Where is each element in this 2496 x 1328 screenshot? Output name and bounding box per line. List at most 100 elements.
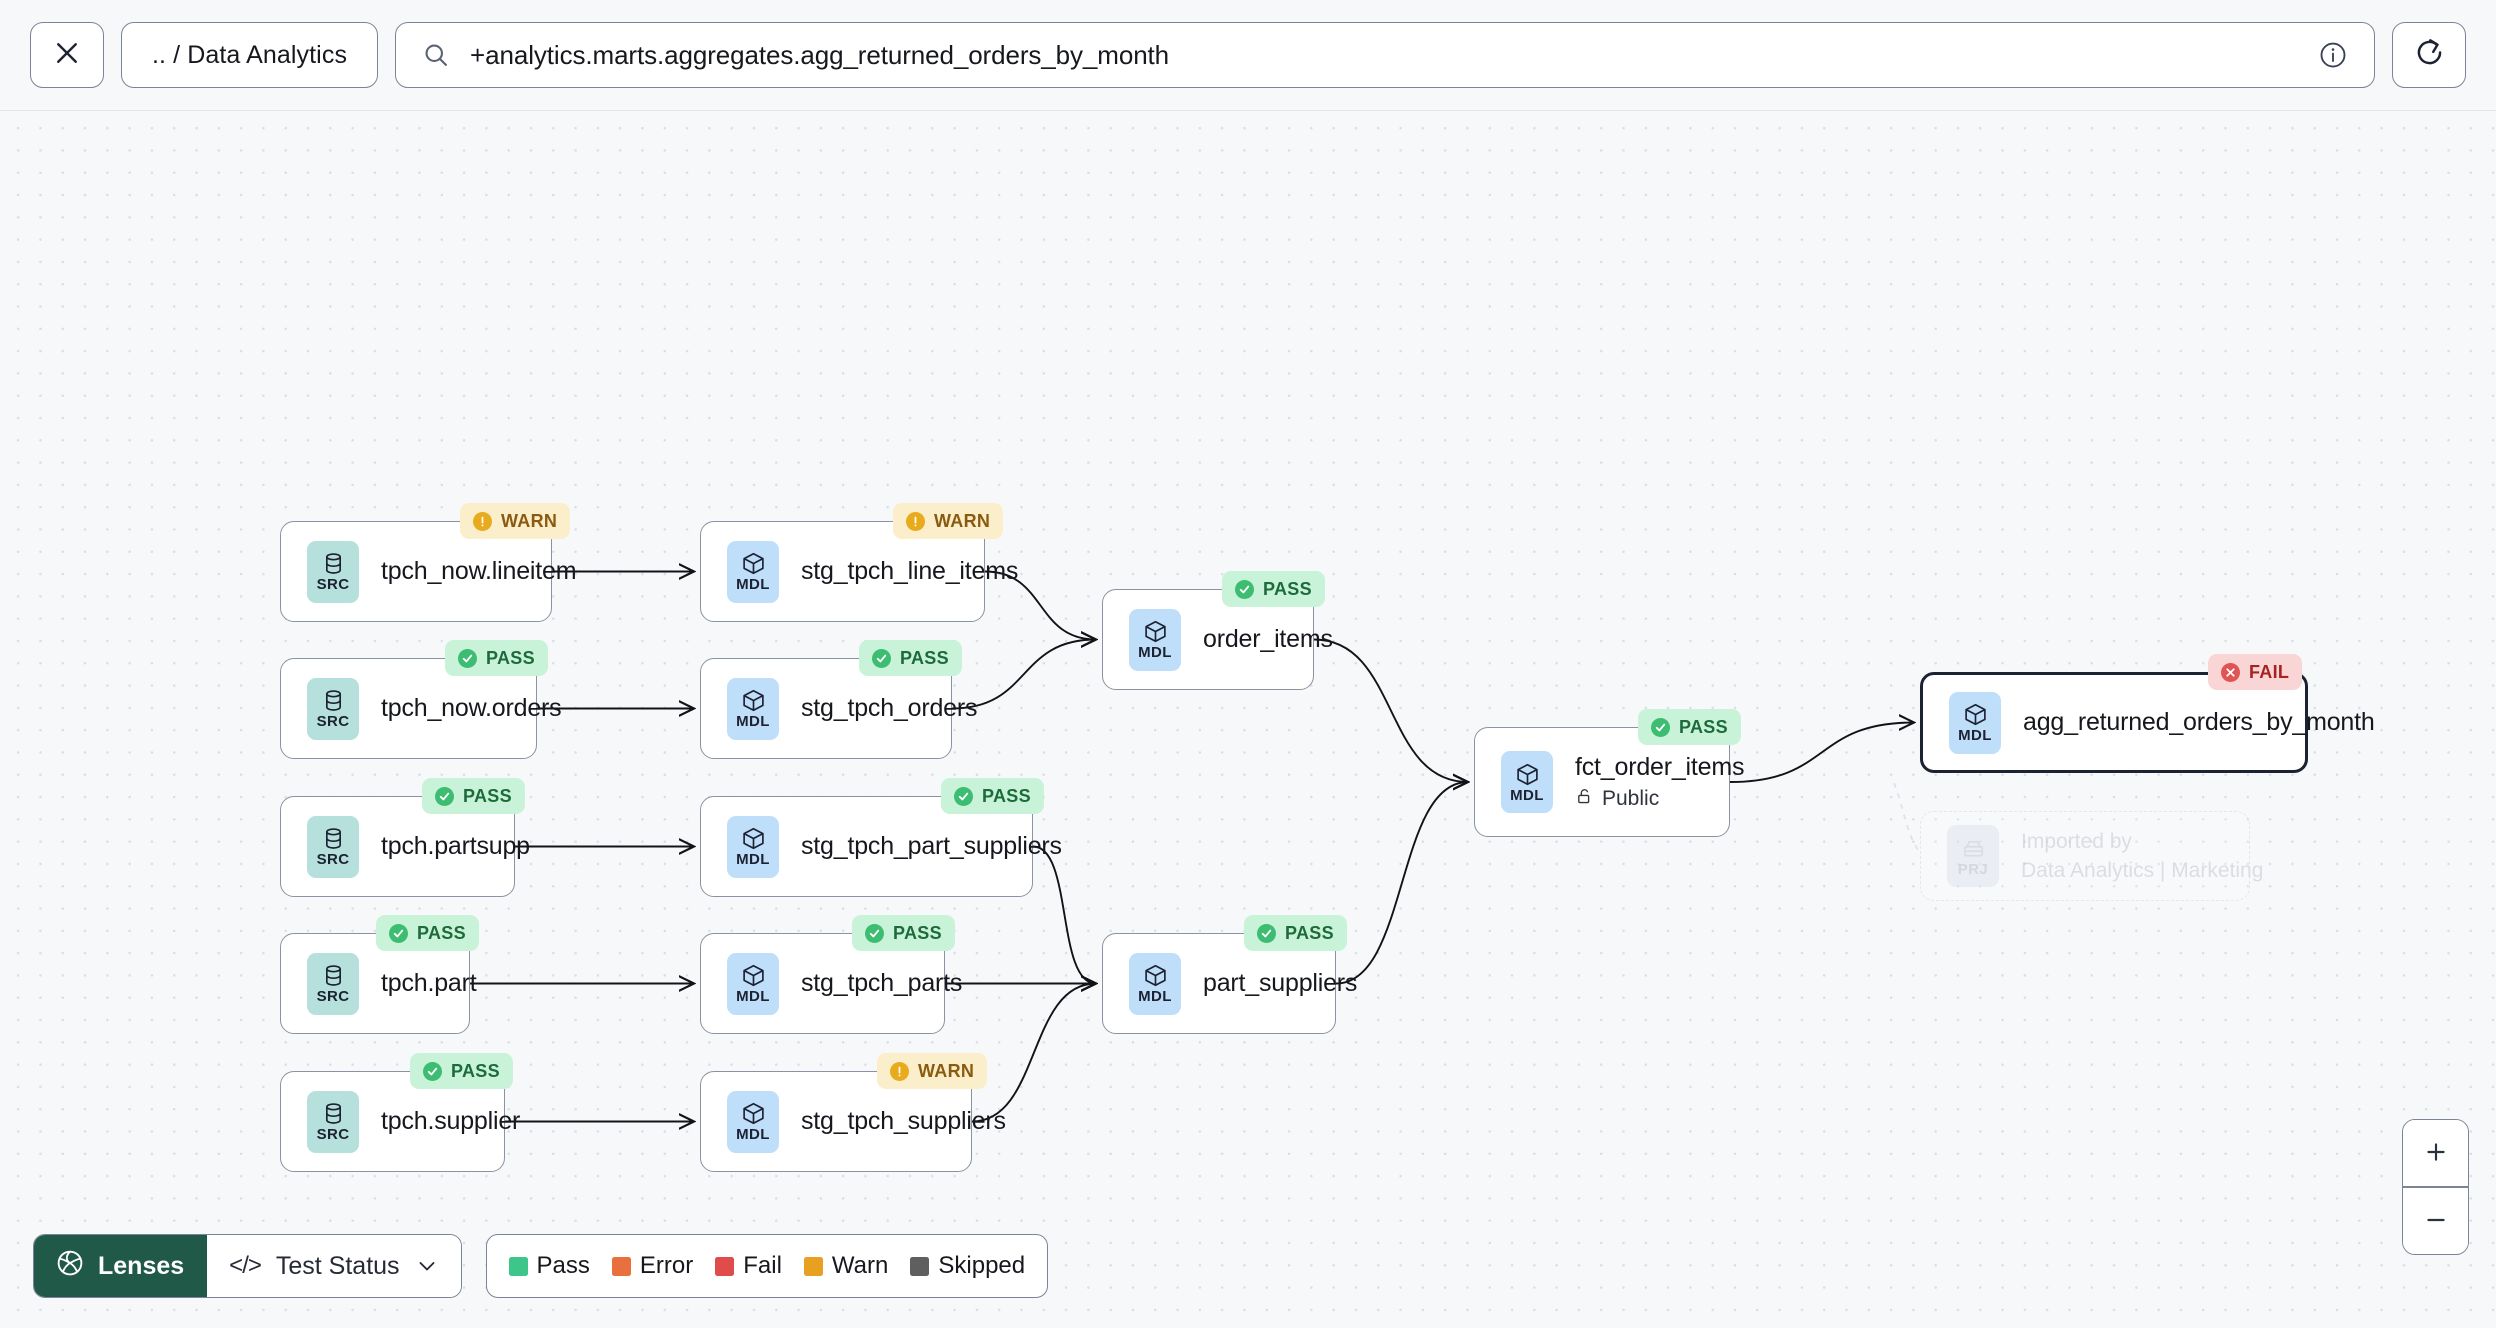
- status-badge-stg_tpch_parts[interactable]: PASS: [852, 915, 955, 951]
- zoom-out-button[interactable]: [2403, 1188, 2468, 1254]
- status-badge-stg_tpch_suppliers[interactable]: WARN: [877, 1053, 988, 1089]
- graph-node-stg_tpch_line_items[interactable]: MDL stg_tpch_line_items: [700, 521, 1019, 622]
- status-badge-stg_tpch_line_items[interactable]: WARN: [893, 503, 1004, 539]
- node-type-label: MDL: [1510, 786, 1544, 804]
- edge-stg_tpch_line_items-to-order_items: [984, 570, 1096, 640]
- node-title: stg_tpch_line_items: [801, 557, 1019, 585]
- status-pass-icon: [458, 648, 477, 668]
- aperture-icon: [55, 1248, 85, 1285]
- close-button[interactable]: [30, 22, 104, 88]
- status-badge-tpch_now_orders[interactable]: PASS: [445, 640, 548, 676]
- legend-item-pass[interactable]: Pass: [508, 1252, 590, 1280]
- status-pass-icon: [954, 786, 973, 806]
- legend-label: Error: [639, 1252, 694, 1279]
- status-badge-label: PASS: [1679, 716, 1728, 737]
- status-pass-icon: [872, 648, 891, 668]
- status-badge-tpch_part[interactable]: PASS: [376, 915, 479, 951]
- edge-stg_tpch_suppliers-to-part_suppliers: [971, 984, 1096, 1123]
- node-text: stg_tpch_suppliers: [801, 1107, 1006, 1136]
- legend-item-skipped[interactable]: Skipped: [910, 1252, 1025, 1280]
- node-title: fct_order_items: [1575, 752, 1745, 781]
- status-badge-tpch_supplier[interactable]: PASS: [410, 1053, 513, 1089]
- lenses-button[interactable]: Lenses: [34, 1235, 208, 1297]
- node-text: part_suppliers: [1203, 969, 1358, 998]
- node-type-label: SRC: [316, 1126, 350, 1143]
- graph-node-stg_tpch_orders[interactable]: MDL stg_tpch_orders: [700, 658, 978, 759]
- unlock-icon: [1575, 787, 1594, 812]
- legend-swatch: [803, 1256, 823, 1276]
- node-text: agg_returned_orders_by_month: [2023, 708, 2375, 737]
- breadcrumb-label: .. / Data Analytics: [152, 40, 348, 69]
- search-input[interactable]: [470, 39, 2298, 71]
- node-title: tpch_now.orders: [381, 694, 562, 722]
- status-badge-tpch_now_lineitem[interactable]: WARN: [460, 503, 571, 539]
- status-badge-label: PASS: [1263, 578, 1312, 599]
- minus-icon: [2423, 1207, 2449, 1236]
- status-badge-stg_tpch_orders[interactable]: PASS: [859, 640, 962, 676]
- legend-label: Pass: [536, 1252, 590, 1279]
- node-subtitle: Public: [1575, 787, 1729, 812]
- refresh-icon: [2414, 37, 2445, 73]
- plus-icon: [2423, 1139, 2449, 1168]
- status-badge-tpch_partsupp[interactable]: PASS: [422, 778, 525, 814]
- test-status-dropdown[interactable]: </> Test Status: [207, 1235, 461, 1297]
- status-badge-label: PASS: [451, 1060, 500, 1081]
- legend-swatch: [611, 1256, 631, 1276]
- node-title: part_suppliers: [1203, 969, 1358, 997]
- node-type-label: MDL: [1958, 727, 1992, 744]
- legend-swatch: [910, 1256, 930, 1276]
- status-badge-label: PASS: [417, 922, 466, 943]
- node-title: stg_tpch_orders: [801, 694, 978, 722]
- node-type-label: MDL: [736, 713, 770, 730]
- node-text: tpch.part: [381, 969, 477, 998]
- node-title: tpch.part: [381, 969, 477, 997]
- status-warn-icon: [473, 511, 492, 531]
- node-type-icon-mdl: MDL: [727, 540, 779, 603]
- status-pass-icon: [435, 786, 454, 806]
- lenses-label: Lenses: [98, 1251, 185, 1280]
- node-text: tpch.partsupp: [381, 832, 530, 861]
- node-type-label: MDL: [736, 851, 770, 868]
- status-badge-stg_tpch_part_suppliers[interactable]: PASS: [941, 778, 1044, 814]
- legend-swatch: [508, 1256, 528, 1276]
- breadcrumb[interactable]: .. / Data Analytics: [121, 22, 379, 88]
- node-type-label: MDL: [736, 1126, 770, 1143]
- node-text: stg_tpch_parts: [801, 969, 962, 998]
- node-type-icon-mdl: MDL: [727, 815, 779, 878]
- zoom-in-button[interactable]: [2403, 1120, 2468, 1187]
- edge-order_items-to-fct_order_items: [1313, 638, 1468, 783]
- info-circle-icon[interactable]: [2318, 40, 2348, 70]
- node-type-label: SRC: [316, 988, 350, 1005]
- code-icon: </>: [229, 1252, 262, 1279]
- status-badge-part_suppliers[interactable]: PASS: [1244, 915, 1347, 951]
- legend-item-warn[interactable]: Warn: [803, 1252, 888, 1280]
- lineage-search-bar[interactable]: [395, 22, 2375, 88]
- refresh-button[interactable]: [2392, 22, 2466, 88]
- node-title: order_items: [1203, 625, 1333, 653]
- node-type-label: PRJ: [1957, 860, 1989, 878]
- node-type-icon-mdl: MDL: [727, 1090, 779, 1153]
- zoom-divider: [2403, 1186, 2468, 1188]
- edge-part_suppliers-to-fct_order_items: [1335, 782, 1468, 985]
- status-badge-fct_order_items[interactable]: PASS: [1638, 709, 1741, 745]
- legend-label: Fail: [743, 1252, 782, 1279]
- node-type-label: SRC: [316, 576, 350, 593]
- status-pass-icon: [1235, 579, 1254, 599]
- node-title: agg_returned_orders_by_month: [2023, 708, 2375, 736]
- node-type-icon-src: SRC: [307, 815, 359, 878]
- node-title: tpch_now.lineitem: [381, 557, 577, 585]
- status-badge-agg_returned_orders_by_month[interactable]: FAIL: [2208, 654, 2303, 690]
- status-warn-icon: [890, 1061, 909, 1081]
- status-badge-order_items[interactable]: PASS: [1222, 571, 1325, 607]
- legend-item-error[interactable]: Error: [611, 1252, 694, 1280]
- legend-item-fail[interactable]: Fail: [715, 1252, 782, 1280]
